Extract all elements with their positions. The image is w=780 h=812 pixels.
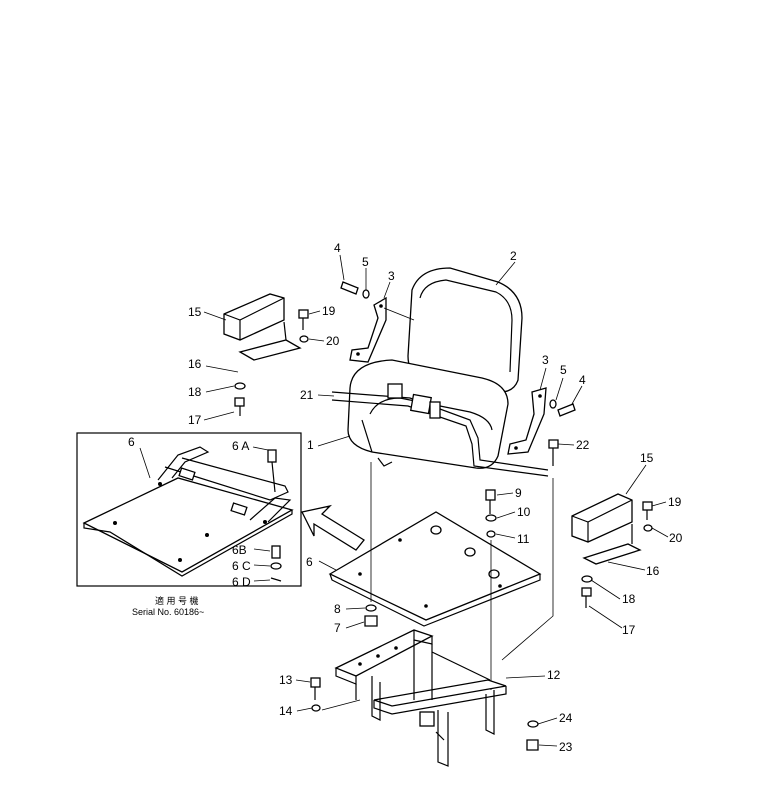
callout-18-right: 18	[622, 592, 636, 606]
inset-caption-jp: 適 用 号 機	[155, 595, 199, 606]
callout-16-left: 16	[188, 357, 202, 371]
callout-15-right: 15	[640, 451, 654, 465]
callout-23: 23	[559, 740, 573, 754]
callout-17-right: 17	[622, 623, 636, 637]
callout-3-left: 3	[388, 269, 395, 283]
armrest-right	[571, 493, 653, 608]
callout-labels: 2 3 4 5 3 5 4 21 1 15 16 18 17 19 20 22 …	[128, 241, 683, 754]
callout-2: 2	[510, 249, 517, 263]
operator-seat	[331, 267, 549, 477]
callout-6-inset: 6	[128, 435, 135, 449]
callout-4-left: 4	[334, 241, 341, 255]
callout-6A: 6 A	[232, 439, 249, 453]
callout-13: 13	[279, 673, 293, 687]
callout-18-left: 18	[188, 385, 202, 399]
callout-21: 21	[300, 388, 314, 402]
armrest-left	[223, 293, 309, 416]
callout-19-right: 19	[668, 495, 682, 509]
callout-20-left: 20	[326, 334, 340, 348]
callout-17-left: 17	[188, 413, 202, 427]
inset-detail	[76, 432, 302, 587]
callout-7: 7	[334, 621, 341, 635]
callout-6-main: 6	[306, 555, 313, 569]
seat-bracket-right	[507, 387, 547, 455]
callout-16-right: 16	[646, 564, 660, 578]
callout-6D: 6 D	[232, 575, 251, 589]
callout-9: 9	[515, 486, 522, 500]
callout-20-right: 20	[669, 531, 683, 545]
leader-lines	[203, 254, 669, 747]
callout-6B: 6B	[232, 543, 247, 557]
callout-11: 11	[517, 532, 530, 546]
detail-arrow	[301, 504, 365, 551]
callout-6C: 6 C	[232, 559, 251, 573]
inset-caption-serial: Serial No. 60186~	[132, 607, 204, 617]
callout-14: 14	[279, 704, 293, 718]
callout-1: 1	[307, 438, 314, 452]
callout-5-right: 5	[560, 363, 567, 377]
callout-12: 12	[547, 668, 561, 682]
callout-3-right: 3	[542, 353, 549, 367]
callout-15-left: 15	[188, 305, 202, 319]
callout-4-right: 4	[579, 373, 586, 387]
mount-plate	[328, 511, 542, 627]
callout-10: 10	[517, 505, 531, 519]
callout-5-left: 5	[362, 255, 369, 269]
callout-19-left: 19	[322, 304, 336, 318]
seat-stand-frame	[321, 629, 507, 767]
callout-22: 22	[576, 438, 590, 452]
callout-24: 24	[559, 711, 573, 725]
callout-8: 8	[334, 602, 341, 616]
seat-bracket-left	[349, 296, 387, 363]
